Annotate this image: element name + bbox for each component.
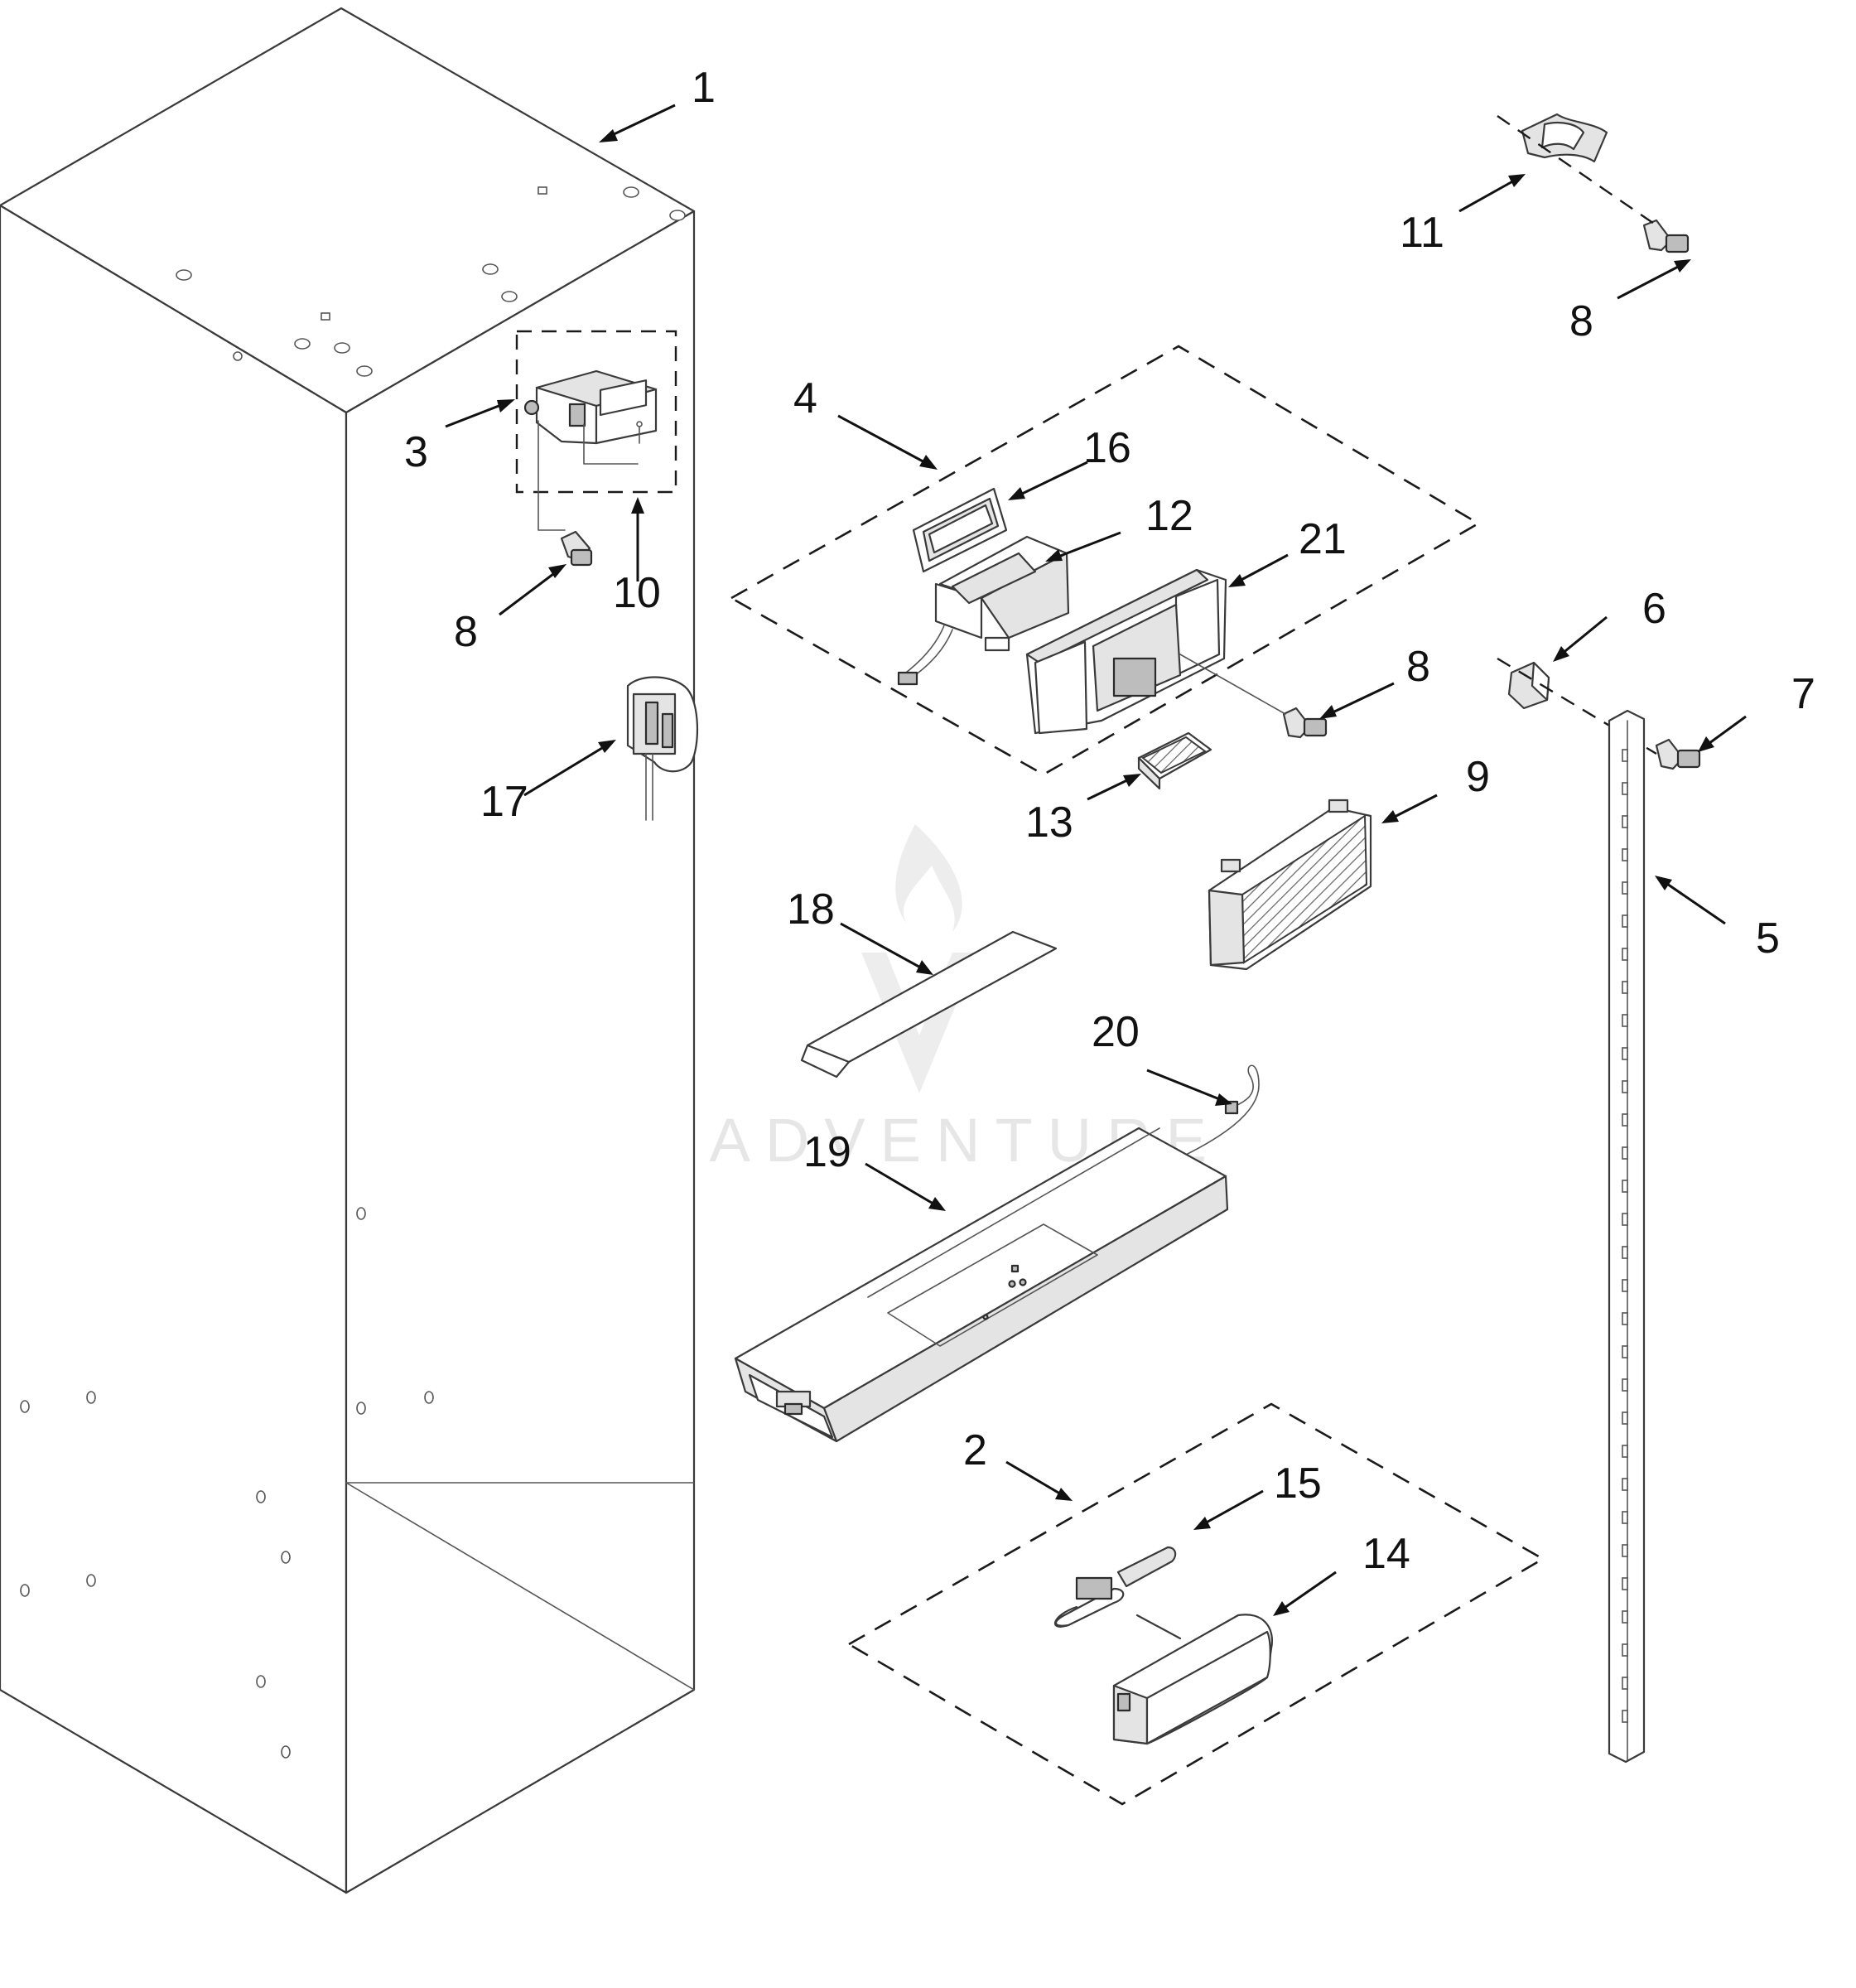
part-3-control-box — [515, 330, 677, 531]
part-9-panel — [1208, 799, 1372, 971]
callout-labels: 1 2 3 4 5 6 7 8 8 8 9 10 11 12 13 14 15 … — [404, 64, 1815, 1578]
callout-18: 18 — [787, 885, 835, 934]
part-1-cabinet — [0, 7, 696, 1894]
part-5-rail — [1608, 709, 1646, 1764]
callout-20: 20 — [1092, 1008, 1140, 1056]
callout-8-left: 8 — [454, 608, 478, 656]
flame-logo-icon — [861, 824, 977, 1093]
callout-6: 6 — [1642, 585, 1666, 633]
part-14-cover — [1112, 1614, 1274, 1745]
part-17-hinge — [626, 676, 698, 821]
screw-8-top-right — [1642, 219, 1690, 253]
callout-5: 5 — [1756, 914, 1780, 963]
callout-7: 7 — [1791, 670, 1815, 718]
callout-8-middle: 8 — [1406, 643, 1430, 691]
callout-9: 9 — [1466, 753, 1490, 801]
callout-3: 3 — [404, 428, 428, 476]
callout-19: 19 — [803, 1128, 851, 1176]
callout-2: 2 — [963, 1426, 987, 1474]
callout-11: 11 — [1400, 209, 1444, 257]
part-2-assembly — [846, 1402, 1545, 1806]
cabinet-top-holes — [176, 186, 686, 377]
callout-arrows — [445, 104, 1747, 1616]
callout-15: 15 — [1274, 1460, 1322, 1508]
callout-4: 4 — [793, 374, 817, 422]
part-21-frame — [1025, 568, 1286, 735]
part-12-housing — [897, 535, 1070, 686]
callout-12: 12 — [1145, 492, 1193, 540]
callout-8-top-right: 8 — [1569, 297, 1593, 345]
part-19-light-housing — [734, 1127, 1229, 1443]
callout-17: 17 — [480, 778, 528, 826]
part-11-bracket — [1497, 113, 1657, 226]
part-13-filter — [1137, 731, 1212, 790]
part-4-assembly — [729, 345, 1481, 790]
callout-1: 1 — [692, 64, 716, 112]
cabinet-side-holes — [20, 1207, 434, 1759]
callout-16: 16 — [1083, 424, 1131, 472]
part-7-screw — [1655, 738, 1701, 770]
callout-10: 10 — [613, 569, 661, 617]
screw-8-middle — [1282, 707, 1328, 739]
screw-8-left — [560, 530, 593, 567]
callout-21: 21 — [1299, 515, 1347, 563]
callout-14: 14 — [1362, 1530, 1410, 1578]
part-18-strip — [800, 930, 1058, 1078]
part-15-socket — [1053, 1546, 1177, 1628]
callout-13: 13 — [1025, 799, 1073, 847]
part-16-gasket — [912, 487, 1008, 573]
rail-slots — [1622, 749, 1628, 1723]
